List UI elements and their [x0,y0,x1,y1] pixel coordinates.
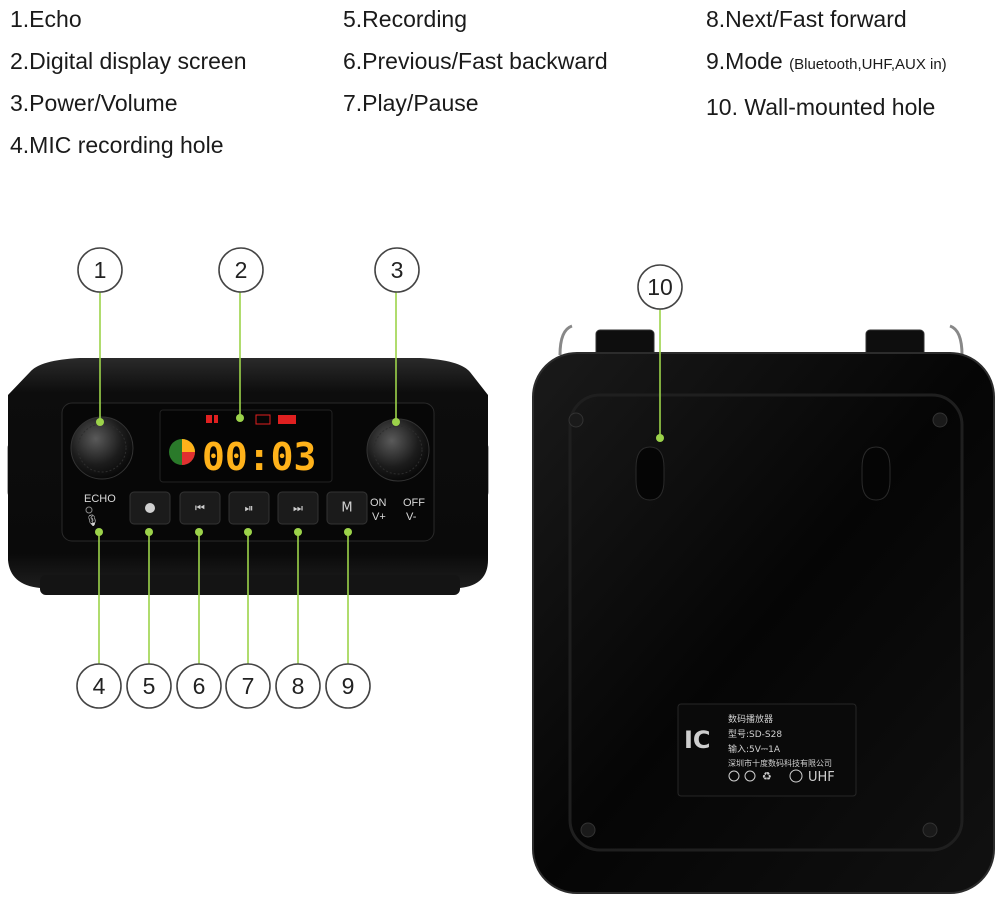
record-icon [145,503,155,513]
mode-indicator [278,415,296,424]
callout-5-label: 5 [143,673,156,699]
speaker-grille [40,575,460,595]
digital-display: 00:03 [159,409,333,483]
callout-6-label: 6 [193,673,206,699]
legend-item-8: 8.Next/Fast forward [706,6,907,32]
cert-icon [744,770,756,782]
display-time: 00:03 [202,435,316,479]
legend-item-7: 7.Play/Pause [343,90,479,116]
legend-item-6: 6.Previous/Fast backward [343,48,608,74]
wall-mount-hole-left [635,446,665,501]
callout-8-label: 8 [292,673,305,699]
mode-icon: M [341,501,352,516]
previous-button[interactable]: ⏮ [179,491,221,525]
vminus-label: V- [406,511,417,523]
wall-mount-hole-right [861,446,891,501]
mode-button[interactable]: M [326,491,368,525]
callout-2-label: 2 [235,257,248,283]
vplus-label: V+ [372,511,386,523]
screw-icon [580,822,596,838]
callout-9-label: 9 [342,673,355,699]
play-pause-button[interactable]: ⏯ [228,491,270,525]
hook-left [558,324,573,356]
legend-item-10: 10. Wall-mounted hole [706,94,936,120]
mic-hole [85,506,93,514]
front-device: ECHO 🎙 00:03 ON OFF V+ V- [7,358,489,595]
back-body [532,352,995,894]
callout-10-label: 10 [647,274,673,300]
legend-column-2: 5.Recording 6.Previous/Fast backward 7.P… [343,0,608,124]
screw-icon [568,412,584,428]
legend-column-3: 8.Next/Fast forward 9.Mode (Bluetooth,UH… [706,0,947,128]
previous-icon: ⏮ [195,502,205,515]
callout-6: 6 [176,663,222,709]
back-device: IC 数码播放器 型号:SD-S28 输入:5V⎓1A 深圳市十度数码科技有限公… [532,324,995,894]
callout-4: 4 [76,663,122,709]
legend-item-9: 9.Mode (Bluetooth,UHF,AUX in) [706,40,947,86]
callout-10: 10 [637,264,683,310]
cert-icon [728,770,740,782]
callout-1-label: 1 [94,257,107,283]
record-indicator [206,415,212,423]
record-button[interactable] [129,491,171,525]
callout-3: 3 [374,247,420,293]
screw-icon [922,822,938,838]
label-line-2: 型号:SD-S28 [728,729,782,740]
play-pause-icon: ⏯ [245,502,254,515]
ccc-icon [789,769,803,783]
callout-3-label: 3 [391,257,404,283]
legend-item-2: 2.Digital display screen [10,48,247,74]
callout-7: 7 [225,663,271,709]
mic-icon: 🎙 [85,514,99,527]
next-icon: ⏭ [293,502,303,515]
legend-item-9-note: (Bluetooth,UHF,AUX in) [789,56,947,73]
screw-icon [932,412,948,428]
callout-1: 1 [77,247,123,293]
legend-column-1: 1.Echo 2.Digital display screen 3.Power/… [10,0,247,166]
on-label: ON [370,497,387,509]
callout-5: 5 [126,663,172,709]
off-label: OFF [403,497,425,509]
next-button[interactable]: ⏭ [277,491,319,525]
callout-7-label: 7 [242,673,255,699]
product-label: IC 数码播放器 型号:SD-S28 输入:5V⎓1A 深圳市十度数码科技有限公… [677,703,857,797]
legend-item-5: 5.Recording [343,6,468,32]
label-cert-uhf: UHF [808,770,835,785]
battery-indicator [255,414,271,425]
callout-4-label: 4 [93,673,106,699]
leader-lines [95,292,664,664]
echo-knob[interactable] [70,416,134,480]
brand-logo-icon: IC [684,726,711,754]
back-inner-recess [568,393,964,852]
legend-item-1: 1.Echo [10,6,82,32]
power-volume-knob[interactable] [366,418,430,482]
callout-9: 9 [325,663,371,709]
callout-2: 2 [218,247,264,293]
recycle-icon: ♻ [762,770,772,783]
label-line-4: 深圳市十度数码科技有限公司 [728,758,832,768]
legend-item-4: 4.MIC recording hole [10,132,224,158]
echo-label: ECHO [84,493,116,505]
hook-right [949,324,964,356]
label-line-3: 输入:5V⎓1A [728,743,781,755]
legend-item-3: 3.Power/Volume [10,90,178,116]
legend-item-9-main: 9.Mode [706,48,783,74]
callout-8: 8 [275,663,321,709]
label-line-1: 数码播放器 [728,713,773,725]
